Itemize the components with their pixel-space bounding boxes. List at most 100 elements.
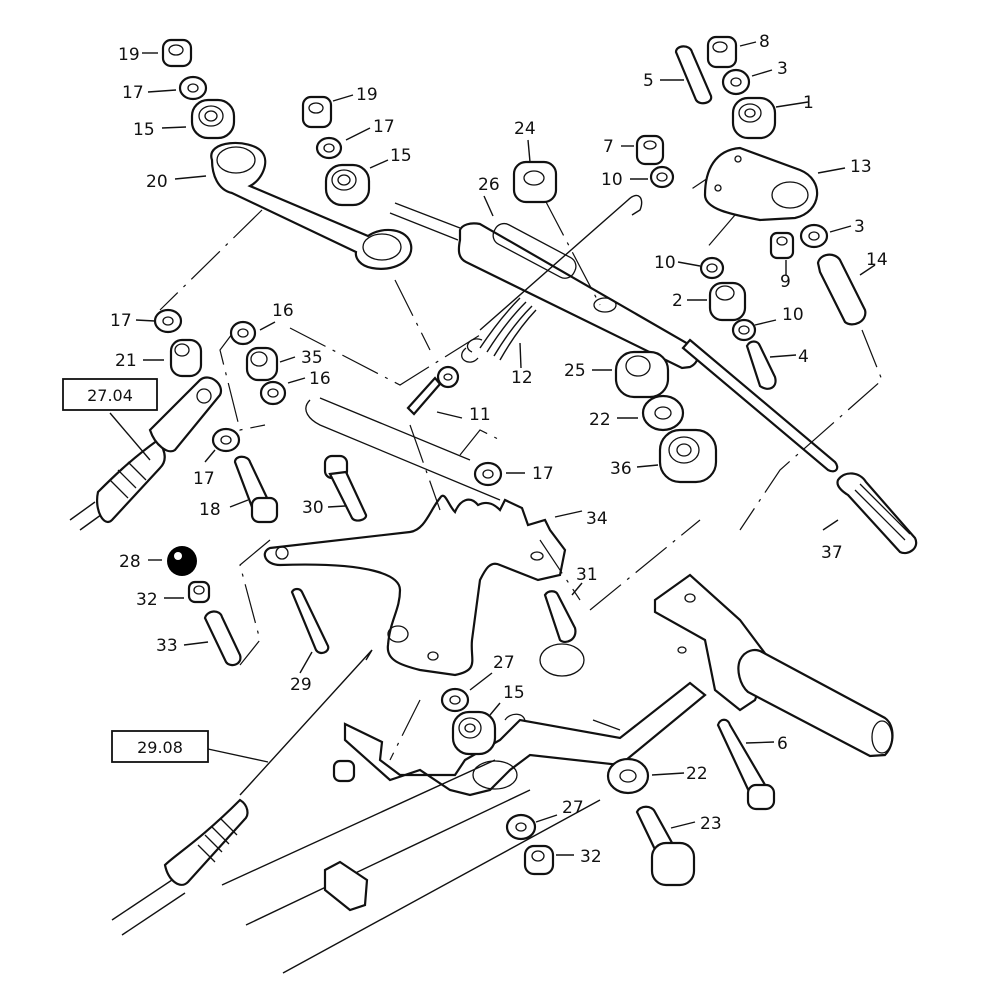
cross-tube: [305, 397, 501, 501]
bolt-4: [745, 340, 777, 390]
nut-24: [512, 160, 558, 204]
nut-9: [769, 231, 795, 260]
washer-22-b: [606, 757, 650, 795]
reference-label: 27.04: [87, 386, 133, 405]
bushing-15-a: [190, 98, 236, 140]
pin-14: [816, 253, 867, 326]
bolt-6: [716, 718, 776, 811]
callout-17: 17: [373, 117, 395, 137]
callout-36: 36: [610, 459, 632, 479]
callout-18: 18: [199, 500, 221, 520]
spacer-21: [169, 338, 203, 378]
nut-bracket: [332, 759, 356, 783]
callout-27: 27: [562, 798, 584, 818]
callout-17: 17: [532, 464, 554, 484]
callout-2: 2: [672, 291, 683, 311]
nut-19-b: [301, 95, 333, 129]
callout-33: 33: [156, 636, 178, 656]
washer-10-a: [649, 165, 675, 189]
nut-8: [706, 35, 738, 69]
bushing-36: [658, 428, 718, 484]
washer-17-b: [315, 136, 343, 160]
leader-lines: [109, 41, 876, 856]
callout-5: 5: [643, 71, 654, 91]
callout-12: 12: [511, 368, 533, 388]
callout-17: 17: [122, 83, 144, 103]
washer-17-d: [211, 427, 241, 453]
callout-21: 21: [115, 351, 137, 371]
callout-29: 29: [290, 675, 312, 695]
washer-16-b: [259, 380, 287, 406]
callout-8: 8: [759, 32, 770, 52]
bushing-15-b: [324, 163, 371, 207]
callout-10: 10: [782, 305, 804, 325]
callout-19: 19: [356, 85, 378, 105]
callout-25: 25: [564, 361, 586, 381]
callout-10: 10: [654, 253, 676, 273]
callout-3: 3: [854, 217, 865, 237]
nut-32-b: [523, 844, 555, 876]
reference-label: 29.08: [137, 738, 183, 757]
callout-16: 16: [309, 369, 331, 389]
callout-9: 9: [780, 272, 791, 292]
callout-15: 15: [390, 146, 412, 166]
bolt-18: [233, 455, 279, 524]
spacer-25: [614, 350, 670, 399]
nut-19-a: [161, 38, 193, 68]
washer-22-a: [641, 394, 685, 432]
callout-26: 26: [478, 175, 500, 195]
bolt-30: [323, 454, 368, 522]
washer-10-b: [699, 256, 725, 280]
callout-32: 32: [580, 847, 602, 867]
callout-10: 10: [601, 170, 623, 190]
callout-31: 31: [576, 565, 598, 585]
lever-26: [389, 202, 699, 370]
cable-29-08: [111, 649, 373, 936]
bushing-1: [731, 96, 777, 140]
callout-37: 37: [821, 543, 843, 563]
washer-16-a: [229, 320, 257, 346]
plate-13: [703, 146, 819, 222]
support-bracket: [653, 573, 894, 758]
callout-labels: 19 17 15 20 19 17 15 24 26 8 5 3 1 7 10 …: [110, 32, 888, 867]
bushing-35: [245, 346, 279, 382]
alignment-lines: [159, 164, 883, 761]
reference-box-27-04[interactable]: 27.04: [62, 378, 158, 411]
callout-4: 4: [798, 347, 809, 367]
bolt-5: [674, 45, 713, 105]
reference-box-29-08[interactable]: 29.08: [111, 730, 209, 763]
callout-24: 24: [514, 119, 536, 139]
washer-27-b: [505, 813, 537, 841]
washer-27-a: [440, 687, 470, 713]
base-frame: [221, 759, 601, 974]
callout-17: 17: [110, 311, 132, 331]
eye-bolt-11: [406, 365, 460, 416]
bolt-29: [290, 587, 330, 655]
ball-28: [167, 546, 197, 576]
pivot-bracket: [343, 681, 707, 797]
nut-7: [635, 134, 665, 166]
callout-28: 28: [119, 552, 141, 572]
callout-22: 22: [589, 410, 611, 430]
quadrant-plate-34: [263, 494, 567, 677]
link-arm-20: [210, 141, 413, 270]
callout-3: 3: [777, 59, 788, 79]
callout-6: 6: [777, 734, 788, 754]
callout-7: 7: [603, 137, 614, 157]
bushing-15-c: [451, 710, 497, 756]
callout-35: 35: [301, 348, 323, 368]
shift-rod: [681, 338, 918, 555]
bolt-31: [539, 590, 585, 677]
washer-3-b: [799, 223, 829, 249]
roll-pin-33: [203, 610, 242, 667]
ball-highlight: [174, 552, 182, 560]
callout-15: 15: [133, 120, 155, 140]
washer-10-c: [731, 318, 757, 342]
callout-32: 32: [136, 590, 158, 610]
callout-30: 30: [302, 498, 324, 518]
callout-14: 14: [866, 250, 888, 270]
callout-16: 16: [272, 301, 294, 321]
washer-17-e: [473, 461, 503, 487]
callout-20: 20: [146, 172, 168, 192]
